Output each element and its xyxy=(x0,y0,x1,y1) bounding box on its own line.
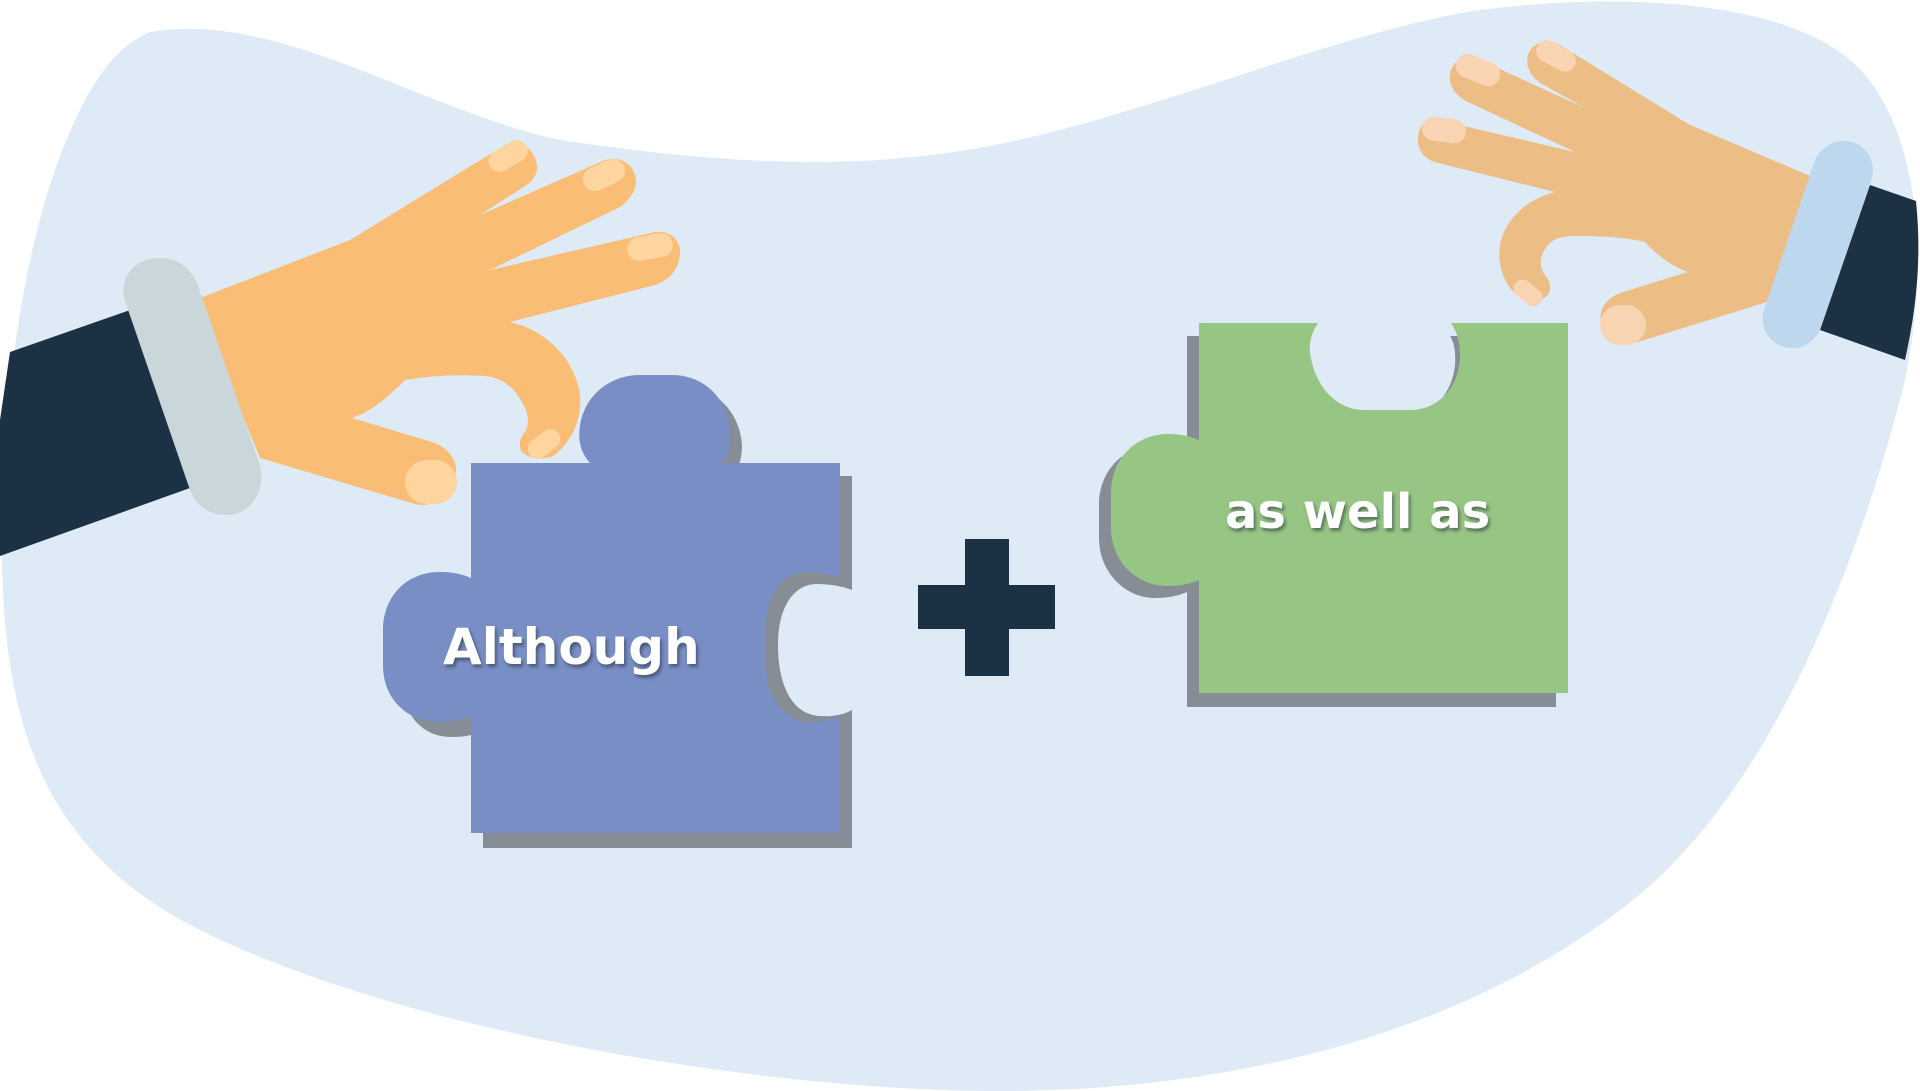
as-well-as-label: as well as xyxy=(1225,484,1491,540)
right-sleeve xyxy=(1820,185,1919,360)
right-hand-illustration xyxy=(1418,40,1919,360)
puzzle-piece-as-well-as xyxy=(1099,323,1568,707)
blue-piece-body xyxy=(383,375,840,833)
left-fingernail-thumb xyxy=(405,460,457,504)
left-fingernail-index xyxy=(527,429,561,459)
right-fingernail-1 xyxy=(1536,40,1576,72)
although-label: Although xyxy=(443,618,700,676)
left-fingernail-1 xyxy=(488,140,528,173)
right-hand xyxy=(1418,41,1815,344)
right-fingernail-2 xyxy=(1455,53,1501,87)
left-fingernail-3 xyxy=(627,233,673,261)
right-fingernail-index xyxy=(1513,279,1543,307)
left-fingernail-2 xyxy=(582,158,626,192)
right-fingernail-3 xyxy=(1422,116,1466,144)
left-cuff xyxy=(123,258,262,515)
left-hand-illustration xyxy=(0,140,680,556)
right-fingernail-thumb xyxy=(1600,305,1646,345)
left-hand xyxy=(195,142,680,505)
green-piece-body xyxy=(1111,323,1568,693)
right-cuff xyxy=(1762,140,1874,349)
plus-icon xyxy=(918,539,1055,676)
puzzle-piece-although xyxy=(383,375,852,848)
left-sleeve xyxy=(0,310,190,556)
